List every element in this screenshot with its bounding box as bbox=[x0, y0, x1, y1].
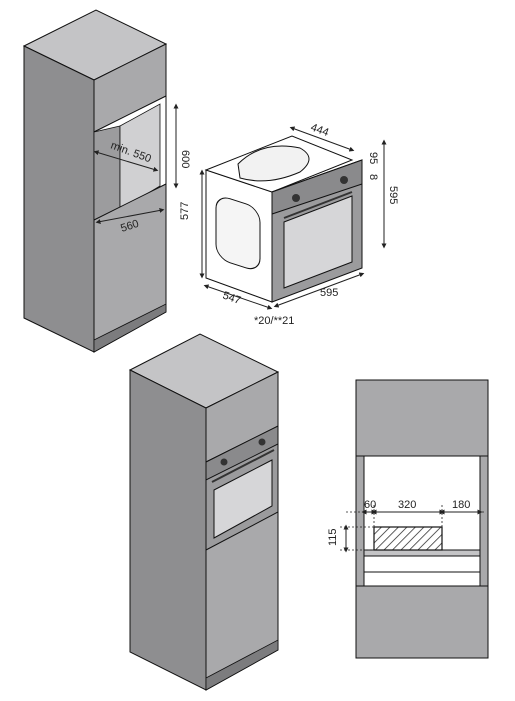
cabinet-side bbox=[23, 45, 95, 353]
cabinet-installed-view bbox=[128, 333, 280, 691]
oven-knob-left-icon bbox=[292, 194, 300, 202]
niche-height-label: 600 bbox=[179, 150, 191, 168]
vent-height-label: 115 bbox=[327, 528, 339, 546]
oven-depth-top-dimline bbox=[289, 126, 355, 152]
section-left-wall bbox=[355, 455, 365, 587]
cabinet-plinth bbox=[93, 303, 167, 353]
niche-depth-dimline bbox=[93, 150, 159, 172]
oven-panel-label-2: 8 bbox=[367, 174, 379, 180]
oven-height-label: 595 bbox=[387, 186, 399, 204]
section-niche-interior bbox=[363, 455, 481, 587]
oven-knob-right-icon bbox=[340, 176, 348, 184]
vent-left-gap-label: 60 bbox=[364, 499, 376, 511]
oven-front-width-dimline bbox=[273, 272, 365, 308]
oven-side-height-label: 577 bbox=[179, 202, 191, 220]
oven-footnote-label: *20/**21 bbox=[254, 315, 294, 327]
section-right-wall bbox=[479, 455, 489, 587]
vent-opening bbox=[373, 526, 443, 551]
oven-side-recess bbox=[215, 197, 261, 270]
oven-top-recess bbox=[237, 145, 310, 182]
installed-cabinet-plinth bbox=[205, 639, 279, 691]
oven-dimension-view: 444 95 8 595 577 547 595 *20/**21 bbox=[179, 122, 399, 327]
installed-oven-glass bbox=[213, 459, 273, 539]
section-upper-panel bbox=[355, 379, 489, 457]
installed-oven-knob-right-icon bbox=[258, 438, 266, 446]
installed-cabinet-side bbox=[129, 369, 207, 691]
vent-right-gap-label: 180 bbox=[452, 499, 470, 511]
oven-front-width-label: 595 bbox=[320, 287, 338, 299]
vent-section-view: 60 320 180 115 bbox=[327, 379, 489, 659]
niche-width-dimline bbox=[95, 208, 165, 224]
installed-oven-handle bbox=[211, 449, 275, 483]
vent-opening-label: 320 bbox=[398, 499, 416, 511]
oven-side-depth-label: 547 bbox=[221, 290, 242, 308]
installed-oven-knob-left-icon bbox=[220, 458, 228, 466]
section-lower-panel bbox=[355, 585, 489, 659]
niche-width-label: 560 bbox=[119, 218, 140, 235]
section-shelf bbox=[363, 549, 481, 557]
oven-handle bbox=[283, 191, 353, 219]
oven-side-depth-dimline bbox=[203, 284, 273, 310]
oven-depth-top-label: 444 bbox=[309, 122, 330, 140]
oven-glass bbox=[283, 195, 353, 289]
oven-panel-label-1: 95 bbox=[367, 152, 379, 164]
cabinet-niche-view: min. 550 600 560 bbox=[22, 9, 191, 353]
